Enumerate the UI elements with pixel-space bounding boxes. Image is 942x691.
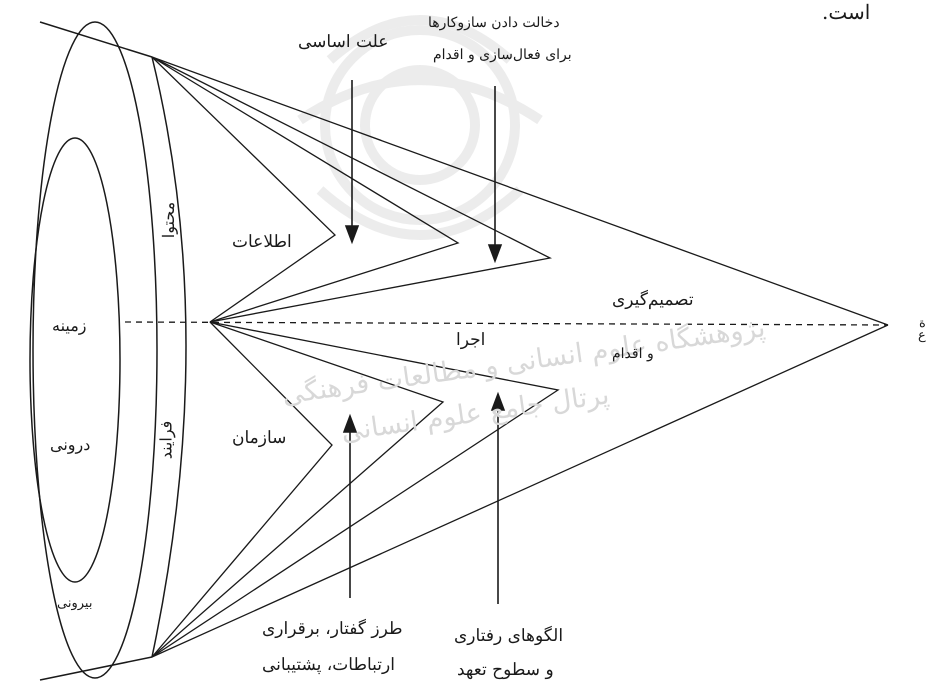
arrow-mechanisms bbox=[487, 244, 503, 264]
apex-glyphs: ة ﻉ bbox=[918, 316, 926, 343]
process-label: فرایند bbox=[156, 420, 176, 460]
behavior-label-line1: الگوهای رفتاری bbox=[454, 626, 564, 646]
header-fragment: است. bbox=[822, 0, 871, 24]
wedge-bottom-small bbox=[151, 321, 333, 658]
ring-inner-top-label: زمینه bbox=[52, 316, 87, 335]
arrow-behavior bbox=[490, 391, 506, 411]
discourse-label-line2: ارتباطات، پشتیبانی bbox=[262, 655, 395, 675]
wedge-top-middle bbox=[151, 56, 460, 323]
organization-label: سازمان bbox=[232, 428, 287, 448]
cylinder-right-face bbox=[151, 56, 187, 658]
implementation-label: اجرا bbox=[456, 330, 486, 350]
behavior-label-line2: و سطوح تعهد bbox=[457, 660, 554, 680]
root-cause-label: علت اساسی bbox=[298, 32, 389, 52]
and-action-label: و اقدام bbox=[612, 346, 654, 362]
mechanisms-label-line2: برای فعال‌سازی و اقدام bbox=[433, 47, 572, 63]
discourse-label-line1: طرز گفتار، برقراری bbox=[262, 619, 403, 639]
cone-top-edge bbox=[39, 21, 153, 58]
ring-inner-bottom-label: درونی bbox=[50, 435, 91, 454]
wedge-top-large bbox=[151, 56, 553, 323]
arrows bbox=[342, 80, 506, 604]
arrow-root-cause bbox=[344, 225, 360, 245]
wedge-bottom-large bbox=[151, 321, 560, 658]
mechanisms-label-line1: دخالت دادن سازوکارها bbox=[428, 15, 560, 31]
ring-outer-label: بیرونی bbox=[57, 596, 93, 611]
center-dashed-axis bbox=[124, 321, 889, 326]
wedge-top-small bbox=[151, 56, 337, 323]
apex-top-line bbox=[151, 56, 889, 326]
content-label: محتوا bbox=[159, 201, 179, 239]
wedge-bottom-middle bbox=[151, 321, 445, 658]
arrow-discourse bbox=[342, 413, 358, 433]
outer-ellipse bbox=[32, 21, 158, 679]
zigzag-wedges bbox=[151, 56, 560, 658]
information-label: اطلاعات bbox=[232, 232, 292, 252]
inner-ellipse bbox=[29, 137, 121, 583]
outer-cone bbox=[29, 21, 187, 681]
cone-bottom-edge bbox=[39, 656, 153, 681]
apex-cone bbox=[124, 56, 889, 658]
decision-making-label: تصمیم‌گیری bbox=[612, 290, 694, 310]
apex-bottom-line bbox=[151, 324, 889, 658]
